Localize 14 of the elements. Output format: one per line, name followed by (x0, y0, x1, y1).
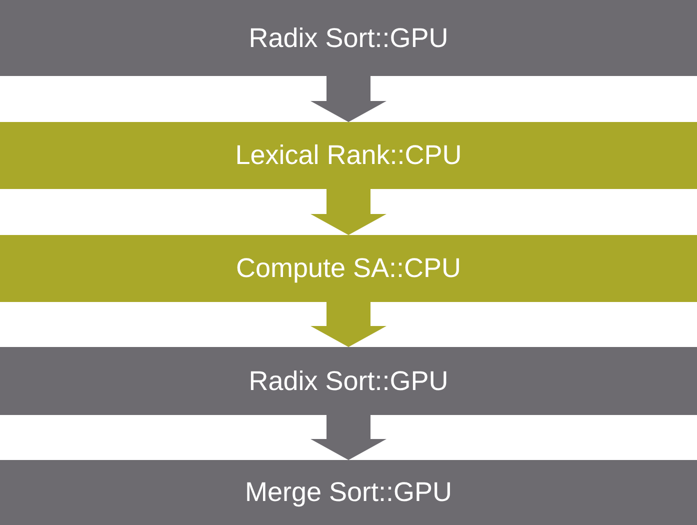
process-band (0, 460, 697, 525)
process-band (0, 122, 697, 189)
band-label: Lexical Rank::CPU (235, 140, 462, 171)
process-band (0, 0, 697, 76)
band-label: Compute SA::CPU (236, 253, 462, 284)
band-label: Radix Sort::GPU (248, 22, 448, 54)
block-arrow (310, 415, 386, 460)
process-band (0, 347, 697, 415)
process-band (0, 235, 697, 302)
band-label: Radix Sort::GPU (248, 366, 448, 396)
block-arrow (310, 76, 386, 122)
block-arrow (310, 189, 386, 235)
block-arrow (310, 302, 386, 347)
band-label: Merge Sort::GPU (244, 477, 452, 508)
